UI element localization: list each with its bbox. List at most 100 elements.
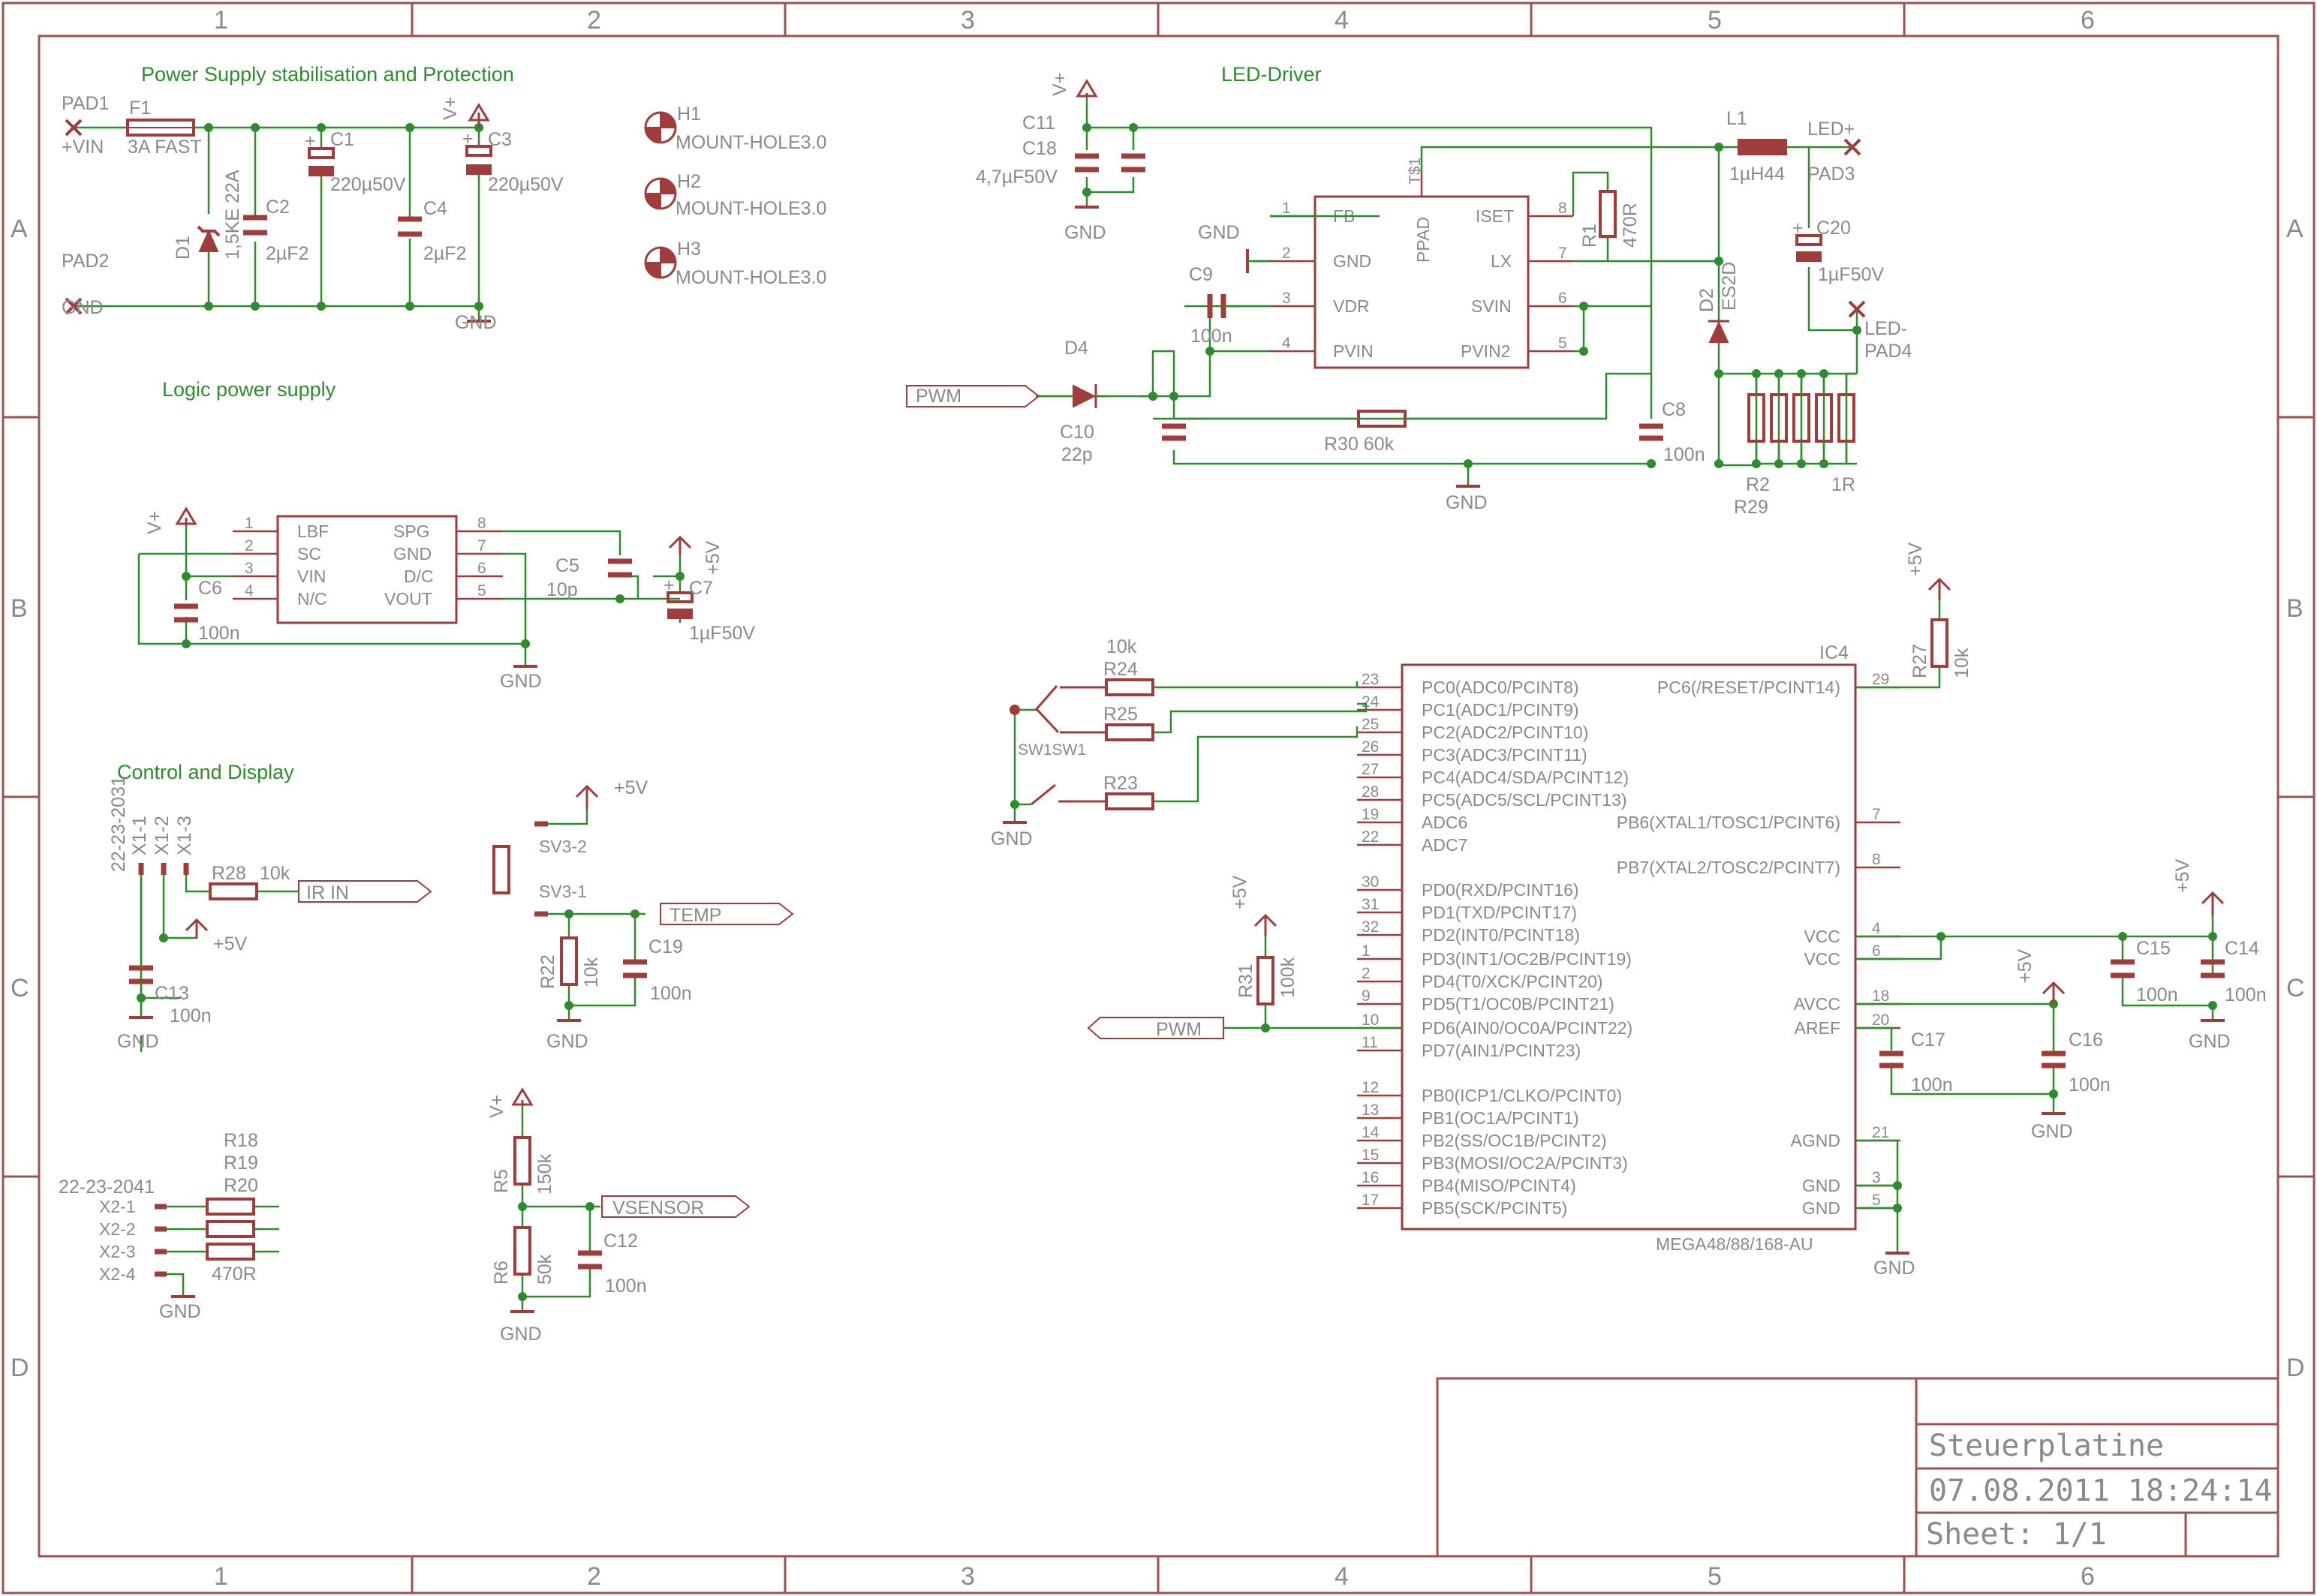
capacitor-c1	[308, 147, 335, 159]
c15-label: C15	[2136, 938, 2171, 959]
pin-number: 17	[1362, 1192, 1379, 1209]
pin-number: 4	[1282, 335, 1291, 352]
x1-part-label: 22-23-2031	[108, 776, 129, 872]
pin-number: 11	[1362, 1034, 1378, 1051]
r6-label: R6	[491, 1261, 512, 1285]
pin-label: ADC7	[1422, 835, 1467, 855]
gnd-label: GND	[1873, 1258, 1915, 1279]
sw1-label: SW1SW1	[1018, 741, 1086, 759]
temp-sensor-block: +5V SV3-2 SV3-1 TEMP R22 10k C19 100n GN…	[492, 777, 794, 1052]
pin-label: PC3(ADC3/PCINT11)	[1422, 745, 1587, 765]
c18-label: C18	[1022, 138, 1057, 159]
pin-number: 16	[1362, 1169, 1379, 1186]
vplus-symbol	[468, 103, 490, 128]
pin-number: 28	[1362, 783, 1379, 801]
pin-number: 7	[1558, 245, 1567, 262]
c14-label: C14	[2225, 938, 2259, 959]
plus5v-arrow-icon	[185, 918, 209, 938]
gnd-label: GND	[455, 312, 497, 333]
c3-label: C3	[488, 129, 512, 150]
plus5v-label: +5V	[703, 540, 724, 575]
pin-number: 2	[245, 537, 254, 555]
vsensor-label: VSENSOR	[612, 1198, 704, 1219]
pwm-net-label-led	[906, 385, 1040, 407]
mcu-name: IC4	[1819, 642, 1849, 663]
pin-label: PB2(SS/OC1B/PCINT2)	[1422, 1131, 1607, 1150]
c12-label: C12	[603, 1231, 638, 1252]
pin-number: 6	[1558, 290, 1567, 307]
gnd-label: GND	[159, 1301, 201, 1322]
capacitor-c3	[465, 145, 492, 157]
pin-number: 8	[1558, 200, 1567, 217]
pin-number: 8	[477, 515, 486, 532]
r23-label: R23	[1103, 773, 1138, 794]
gnd-pin-label: GND	[1198, 222, 1240, 243]
pin-label: PD4(T0/XCK/PCINT20)	[1422, 972, 1603, 991]
pin-label: GND	[1802, 1198, 1840, 1218]
h2-value: MOUNT-HOLE3.0	[676, 198, 826, 219]
plus5v-label: +5V	[1905, 542, 1926, 576]
mount-holes: H1 MOUNT-HOLE3.0 H2 MOUNT-HOLE3.0 H3 MOU…	[644, 104, 826, 288]
c15-value: 100n	[2136, 984, 2178, 1005]
pin-label: ISET	[1476, 206, 1514, 226]
mount-hole-icon	[644, 111, 677, 144]
pin-label: PD3(INT1/OC2B/PCINT19)	[1422, 949, 1632, 969]
switch-sw1-b	[1036, 708, 1106, 734]
col-label: 4	[1335, 6, 1349, 35]
ir-in-net-label	[298, 880, 432, 903]
pin-number: 12	[1362, 1079, 1379, 1096]
led-plus-label: LED+	[1807, 119, 1855, 140]
pin-number: 7	[477, 537, 486, 555]
pin-label: LX	[1491, 251, 1512, 271]
pin-label: SVIN	[1471, 296, 1512, 316]
display-connector-block: R18 R19 R20 22-23-2041 X2-1 X2-2 X2-3 X2…	[59, 1130, 279, 1322]
pin-label: AVCC	[1794, 994, 1840, 1014]
capacitor-c12	[578, 1250, 602, 1270]
pin-number: 6	[1872, 942, 1881, 960]
section-logic-title: Logic power supply	[162, 378, 336, 401]
c2-label: C2	[266, 197, 290, 218]
section-control-title: Control and Display	[117, 761, 294, 783]
diode-d4	[1073, 384, 1097, 408]
plus5v-arrow-icon	[668, 535, 692, 555]
svg-text:+: +	[1792, 218, 1804, 239]
pwm-label: PWM	[916, 386, 961, 407]
capacitor-c8	[1639, 423, 1663, 441]
pin-number: 32	[1362, 918, 1379, 936]
r25-label: R25	[1103, 704, 1138, 725]
resistor-r25	[1105, 723, 1154, 741]
vplus-label: V+	[486, 1095, 507, 1118]
led-driver-block: 1 2 3 4 8 7 6 5 FB GND VDR PVIN ISET LX …	[906, 73, 1912, 518]
c1-label: C1	[330, 129, 354, 150]
c8-value: 100n	[1663, 444, 1705, 465]
pad1-label: PAD1	[62, 93, 109, 114]
row-label: D	[11, 1354, 29, 1382]
pin-label: D/C	[404, 567, 434, 586]
r30-label: R30 60k	[1324, 434, 1395, 455]
capacitor-c16	[2042, 1050, 2066, 1069]
c13-value: 100n	[170, 1005, 212, 1026]
capacitor-c11	[1075, 153, 1099, 173]
pin-label: VDR	[1333, 296, 1370, 316]
pin-label: PC1(ADC1/PCINT9)	[1422, 700, 1579, 720]
r27-label: R27	[1909, 644, 1930, 678]
section-power-title: Power Supply stabilisation and Protectio…	[141, 63, 514, 86]
c10-label: C10	[1060, 422, 1094, 443]
r19-label: R19	[224, 1153, 258, 1174]
regulator-chip	[276, 515, 458, 624]
plus5v-arrow-icon	[575, 784, 599, 809]
pin-label: PD5(T1/OC0B/PCINT21)	[1422, 994, 1614, 1014]
connector-x2	[155, 1204, 167, 1277]
plus5v-arrow-icon	[2201, 891, 2225, 915]
pin-label: PVIN2	[1461, 341, 1510, 361]
